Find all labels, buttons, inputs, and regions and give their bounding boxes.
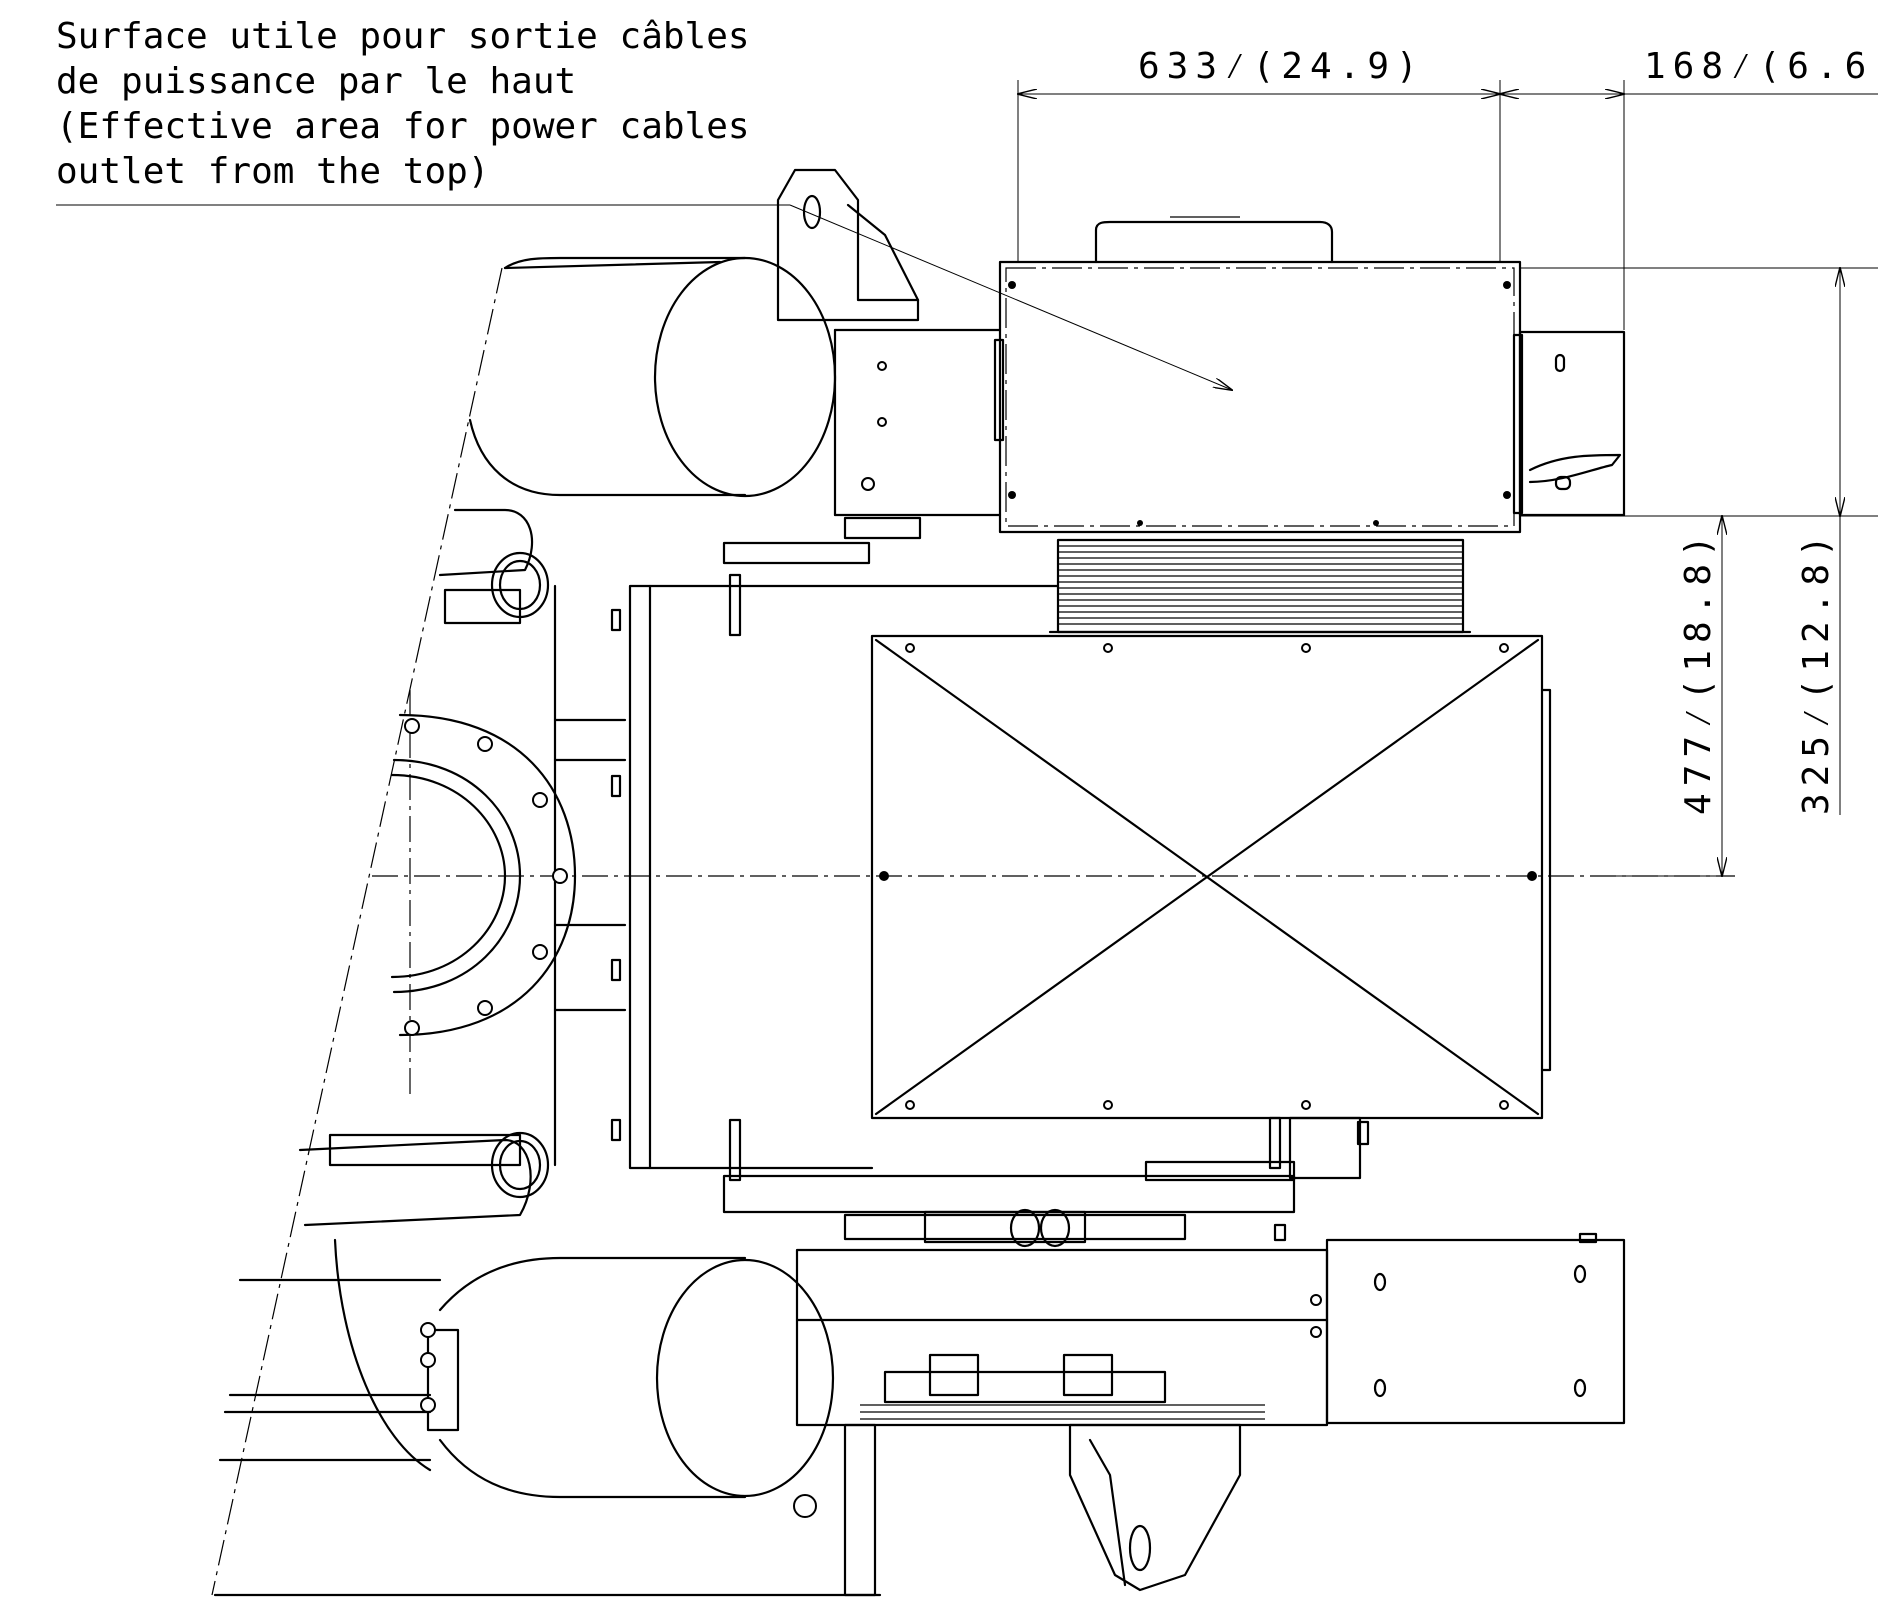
annotation-leader (56, 204, 1232, 390)
flange (390, 713, 577, 1037)
dimension-lines (1018, 80, 1878, 876)
upper-cylinder (468, 256, 1005, 540)
cable-outlet-annotation: Surface utile pour sortie câbles de puis… (56, 14, 816, 194)
main-housing (870, 634, 1552, 1120)
dimension-height-center: 477⁄(18.8) (1678, 528, 1719, 815)
bottom-coupling (843, 1208, 1287, 1248)
dimension-width-side: 168⁄(6.6) (1644, 46, 1878, 87)
bottom-frame (795, 1232, 1626, 1427)
left-pipes (298, 508, 550, 1227)
annotation-line-4: outlet from the top) (56, 151, 490, 192)
dimension-width-main: 633⁄(24.9) (1138, 46, 1425, 87)
annotation-line-3: (Effective area for power cables (56, 106, 750, 147)
mounting-foot (793, 1423, 877, 1597)
cooling-ribs (1048, 538, 1472, 634)
upper-lifting-bracket (776, 168, 920, 322)
annotation-line-1: Surface utile pour sortie câbles (56, 16, 750, 57)
lower-cylinder (213, 1238, 882, 1597)
frame-structure (553, 541, 1370, 1214)
dimension-height-outlet: 325⁄(12.8) (1796, 528, 1837, 815)
terminal-box (998, 216, 1626, 534)
annotation-line-2: de puissance par le haut (56, 61, 577, 102)
lower-lifting-bracket (1068, 1423, 1242, 1592)
break-line (211, 267, 503, 1596)
